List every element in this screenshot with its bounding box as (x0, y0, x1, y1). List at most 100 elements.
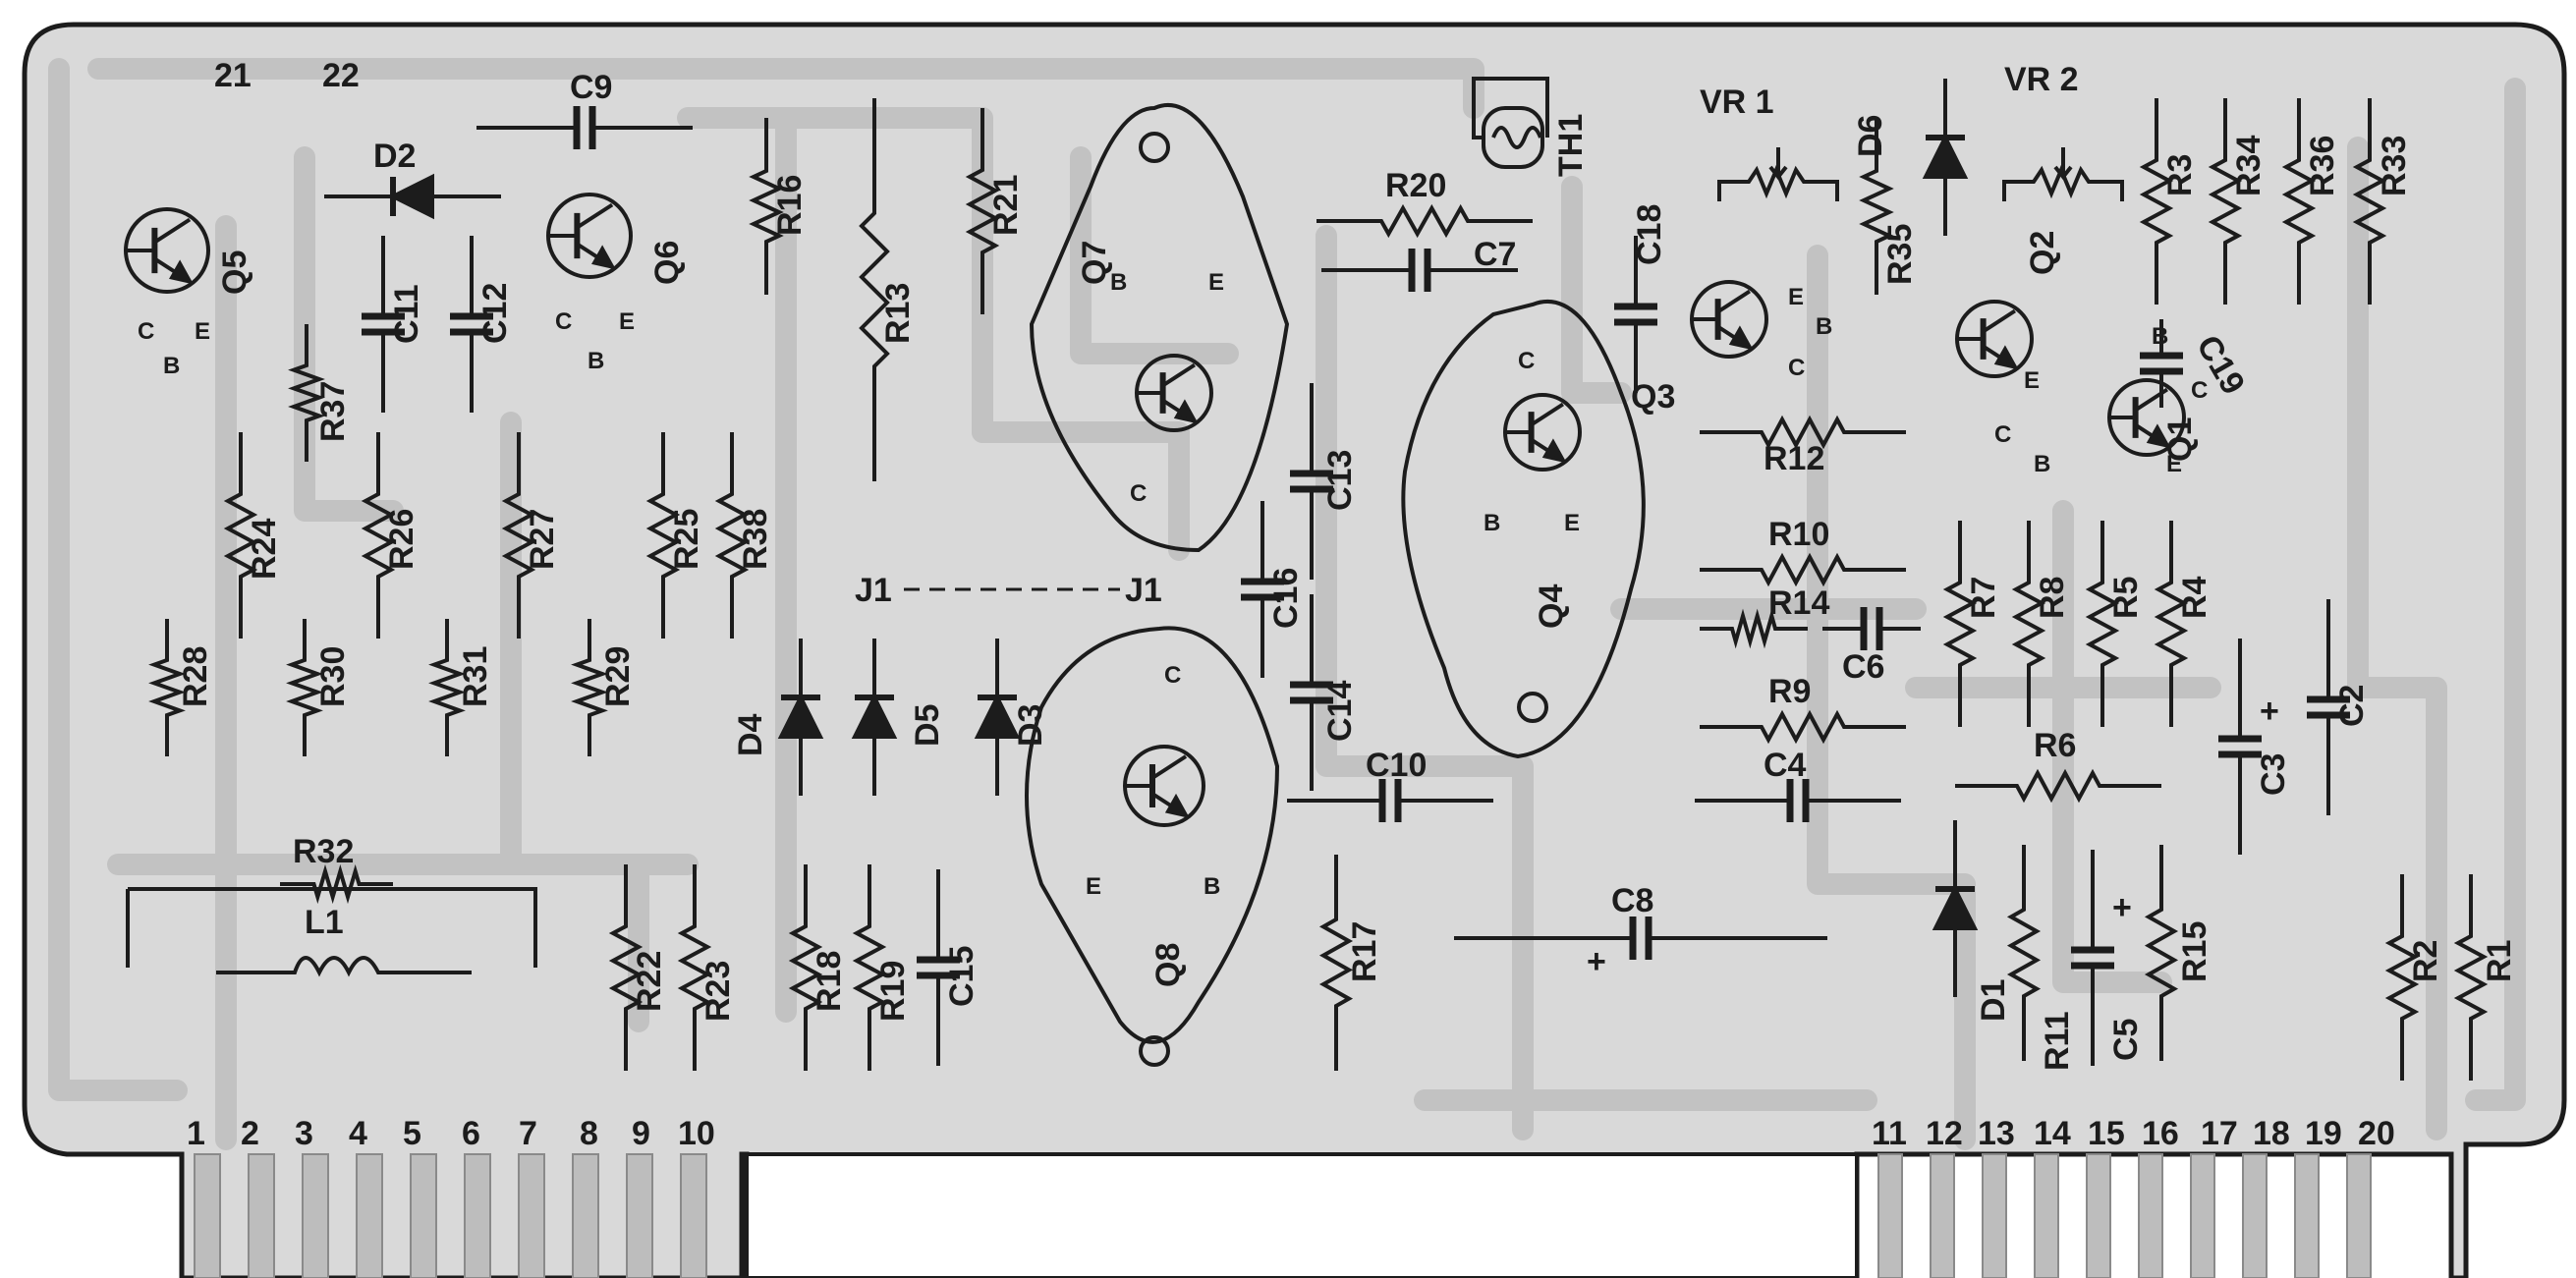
resistor-r19 (852, 864, 887, 1071)
capacitor-c10 (1287, 779, 1493, 822)
resistor-r11 (2006, 845, 2042, 1061)
capacitor-c5 (2071, 850, 2114, 1066)
resistor-label-r18: R18 (811, 951, 848, 1012)
transistor-q7-pin-c: C (1130, 480, 1147, 507)
resistor-r8 (2011, 521, 2046, 727)
capacitor-c3 (2218, 639, 2262, 855)
resistor-label-r30: R30 (314, 646, 352, 707)
resistor-label-r7: R7 (1965, 577, 2002, 619)
resistor-label-r5: R5 (2107, 577, 2145, 619)
transistor-q5-pin-e: E (195, 318, 210, 345)
capacitor-c7 (1321, 249, 1518, 292)
transistor-q1-pin-c: C (2191, 377, 2208, 404)
resistor-r5 (2085, 521, 2120, 727)
resistor-r15 (2144, 845, 2179, 1061)
transistor-label-q4: Q4 (1533, 584, 1570, 629)
resistor-r2 (2384, 874, 2420, 1081)
edge-pin-10: 10 (678, 1115, 715, 1152)
edge-pin-6: 6 (462, 1115, 480, 1152)
resistor-r7 (1942, 521, 1978, 727)
component-symbols (124, 77, 2489, 1081)
edge-pin-4: 4 (349, 1115, 367, 1152)
edge-pin-1: 1 (187, 1115, 205, 1152)
edge-pin-8: 8 (580, 1115, 598, 1152)
trimmer-vr2 (2002, 147, 2124, 201)
resistor-r6 (1955, 768, 2161, 804)
resistor-r23 (677, 864, 712, 1071)
q8-case (1025, 626, 1280, 1044)
resistor-r20 (1316, 203, 1533, 239)
transistor-q1-pin-e: E (2166, 451, 2182, 477)
diode-label-d6: D6 (1852, 115, 1889, 157)
transistor-q6-pin-b: B (588, 348, 604, 374)
capacitor-c4 (1695, 779, 1901, 822)
edge-pin-12: 12 (1926, 1115, 1963, 1152)
resistor-label-r8: R8 (2034, 577, 2071, 619)
transistor-q3-pin-e: E (1788, 284, 1804, 310)
capacitor-label-c5: C5 (2107, 1019, 2145, 1061)
resistor-r13 (859, 98, 890, 481)
resistor-label-r6: R6 (2034, 727, 2076, 764)
resistor-r9 (1700, 709, 1906, 745)
transistor-label-q5: Q5 (216, 250, 253, 295)
resistor-label-r26: R26 (383, 509, 420, 570)
resistor-label-r16: R16 (771, 175, 809, 236)
transistor-q8-pin-e: E (1086, 873, 1101, 900)
capacitor-label-c10: C10 (1366, 747, 1427, 784)
diode-label-d4: D4 (732, 713, 769, 756)
resistor-label-r15: R15 (2176, 921, 2213, 982)
transistor-q7-pin-b: B (1110, 269, 1127, 296)
edge-pin-15: 15 (2088, 1115, 2125, 1152)
capacitor-c16 (1241, 501, 1284, 678)
edge-pin-9: 9 (632, 1115, 650, 1152)
transistor-q8-pin-c: C (1164, 662, 1181, 689)
board-outline (22, 22, 2567, 1278)
transistor-q2-pin-e: E (2024, 367, 2040, 394)
resistor-r37 (288, 324, 325, 462)
capacitor-label-c14: C14 (1321, 681, 1359, 742)
capacitor-c15 (917, 869, 960, 1066)
resistor-r3 (2139, 98, 2174, 305)
edge-pin-labels-left: 1 2 3 4 5 6 7 8 9 10 (187, 1115, 715, 1152)
resistor-label-r23: R23 (700, 961, 737, 1022)
c8-polarity-mark: + (1587, 943, 1606, 980)
resistor-label-r22: R22 (631, 951, 668, 1012)
edge-pin-18: 18 (2253, 1115, 2290, 1152)
resistor-r14 (1700, 608, 1808, 649)
capacitor-c18 (1614, 236, 1657, 393)
transistor-label-q3: Q3 (1631, 378, 1675, 416)
resistor-r30 (286, 619, 323, 756)
resistor-label-r14: R14 (1768, 584, 1829, 622)
resistor-r27 (501, 432, 536, 639)
resistor-label-r27: R27 (524, 509, 561, 570)
diode-label-d3: D3 (1012, 704, 1049, 747)
transistor-q2-pin-b: B (2034, 451, 2050, 477)
resistor-r18 (788, 864, 823, 1071)
capacitor-label-c7: C7 (1474, 236, 1516, 273)
edge-fingers-right (1877, 1153, 2372, 1278)
resistor-label-r24: R24 (246, 519, 283, 580)
edge-pin-3: 3 (295, 1115, 313, 1152)
transistor-q3-pin-c: C (1788, 355, 1805, 381)
resistor-label-r12: R12 (1764, 440, 1824, 477)
edge-pin-20: 20 (2358, 1115, 2395, 1152)
connector-slot (745, 1152, 1859, 1278)
resistor-label-r19: R19 (874, 961, 912, 1022)
resistor-label-r2: R2 (2407, 940, 2444, 982)
resistor-r12 (1700, 415, 1906, 450)
resistor-label-r36: R36 (2304, 136, 2341, 196)
resistor-label-r17: R17 (1346, 921, 1383, 982)
capacitor-c14 (1290, 594, 1333, 791)
capacitor-c11 (362, 236, 405, 413)
capacitor-label-c8: C8 (1611, 882, 1653, 919)
top-pin-22: 22 (322, 57, 360, 94)
diode-label-d5: D5 (909, 704, 946, 747)
transistor-q4 (1503, 393, 1582, 472)
diode-d3 (974, 639, 1021, 796)
capacitor-label-c11: C11 (388, 285, 425, 345)
diode-label-d1: D1 (1975, 979, 2012, 1022)
inductor-label-l1: L1 (305, 904, 344, 941)
transistor-q5 (124, 207, 210, 294)
resistor-label-r38: R38 (737, 509, 774, 570)
